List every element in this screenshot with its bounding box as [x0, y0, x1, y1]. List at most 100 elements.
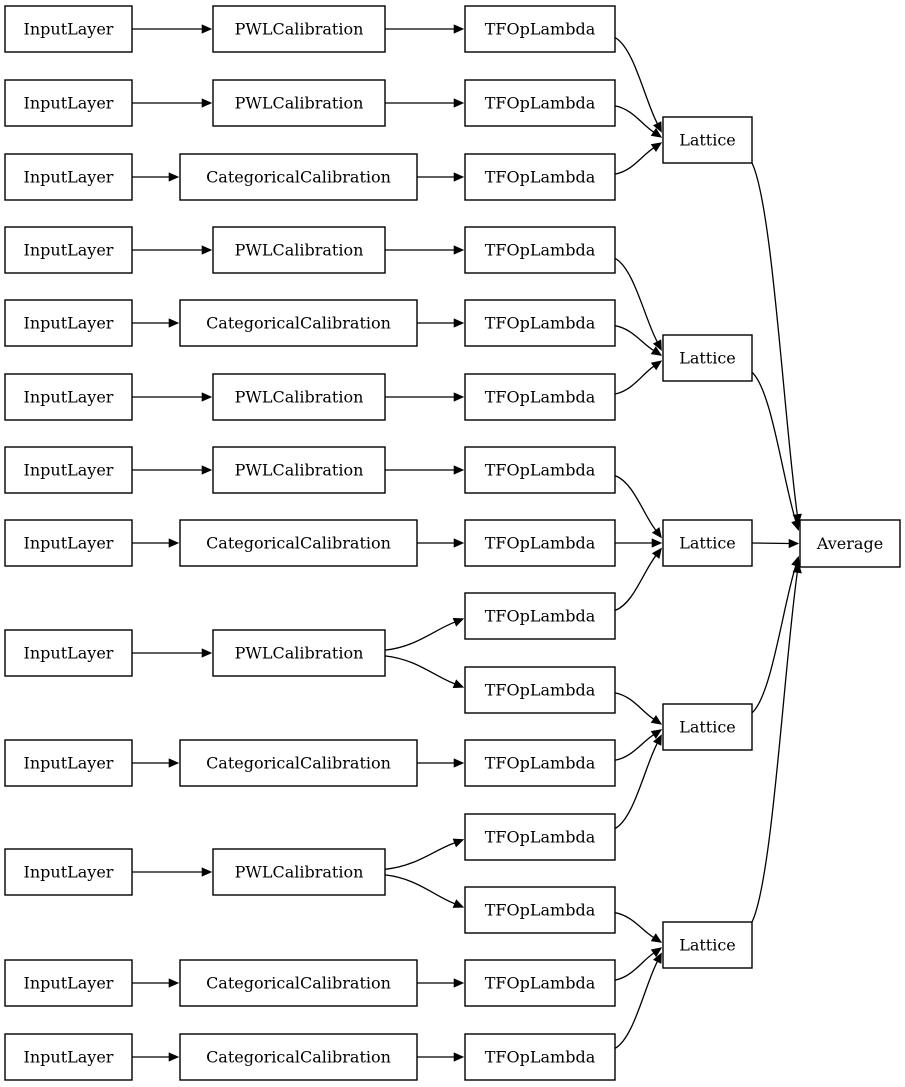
node-box-op14[interactable]	[464, 1033, 616, 1081]
node-box-op5[interactable]	[464, 373, 616, 421]
node-box-in5[interactable]	[4, 373, 133, 421]
node-box-cal2[interactable]	[179, 153, 418, 201]
node-cat-cal4[interactable]: CategoricalCalibration	[179, 299, 418, 347]
node-op-op10[interactable]: TFOpLambda	[464, 739, 616, 787]
node-box-in6[interactable]	[4, 446, 133, 494]
node-box-op11[interactable]	[464, 813, 616, 861]
node-op-op6[interactable]: TFOpLambda	[464, 446, 616, 494]
node-box-cal8[interactable]	[212, 629, 386, 677]
node-op-op9[interactable]: TFOpLambda	[464, 666, 616, 714]
node-input-in7[interactable]: InputLayer	[4, 519, 133, 567]
node-box-in1[interactable]	[4, 79, 133, 127]
node-pwl-cal10[interactable]: PWLCalibration	[212, 848, 386, 896]
node-lattice-lat3[interactable]: Lattice	[662, 703, 753, 751]
node-op-op3[interactable]: TFOpLambda	[464, 226, 616, 274]
node-box-cal4[interactable]	[179, 299, 418, 347]
node-input-in4[interactable]: InputLayer	[4, 299, 133, 347]
node-box-cal6[interactable]	[212, 446, 386, 494]
node-op-op11[interactable]: TFOpLambda	[464, 813, 616, 861]
node-op-op2[interactable]: TFOpLambda	[464, 153, 616, 201]
node-input-in9[interactable]: InputLayer	[4, 739, 133, 787]
node-lattice-lat2[interactable]: Lattice	[662, 519, 753, 567]
node-box-op7[interactable]	[464, 519, 616, 567]
node-box-cal7[interactable]	[179, 519, 418, 567]
node-box-op10[interactable]	[464, 739, 616, 787]
edge-cal10-to-op11	[384, 842, 455, 870]
node-box-in11[interactable]	[4, 959, 133, 1007]
node-pwl-cal6[interactable]: PWLCalibration	[212, 446, 386, 494]
node-lattice-lat1[interactable]: Lattice	[662, 334, 753, 382]
node-input-in12[interactable]: InputLayer	[4, 1033, 133, 1081]
node-pwl-cal1[interactable]: PWLCalibration	[212, 79, 386, 127]
node-op-op14[interactable]: TFOpLambda	[464, 1033, 616, 1081]
node-input-in1[interactable]: InputLayer	[4, 79, 133, 127]
node-input-in2[interactable]: InputLayer	[4, 153, 133, 201]
node-box-in3[interactable]	[4, 226, 133, 274]
node-pwl-cal8[interactable]: PWLCalibration	[212, 629, 386, 677]
node-box-op0[interactable]	[464, 5, 616, 53]
node-box-cal5[interactable]	[212, 373, 386, 421]
edges-layer	[132, 24, 802, 1062]
node-box-cal0[interactable]	[212, 5, 386, 53]
node-box-in4[interactable]	[4, 299, 133, 347]
node-op-op0[interactable]: TFOpLambda	[464, 5, 616, 53]
node-box-lat4[interactable]	[662, 921, 753, 969]
node-box-op2[interactable]	[464, 153, 616, 201]
node-cat-cal2[interactable]: CategoricalCalibration	[179, 153, 418, 201]
node-input-in5[interactable]: InputLayer	[4, 373, 133, 421]
node-input-in6[interactable]: InputLayer	[4, 446, 133, 494]
node-op-op12[interactable]: TFOpLambda	[464, 886, 616, 934]
node-op-op4[interactable]: TFOpLambda	[464, 299, 616, 347]
node-lattice-lat4[interactable]: Lattice	[662, 921, 753, 969]
node-box-in7[interactable]	[4, 519, 133, 567]
node-box-lat0[interactable]	[662, 116, 753, 164]
node-cat-cal7[interactable]: CategoricalCalibration	[179, 519, 418, 567]
node-box-cal1[interactable]	[212, 79, 386, 127]
node-box-in12[interactable]	[4, 1033, 133, 1081]
node-box-cal11[interactable]	[179, 959, 418, 1007]
edge-cal8-to-op8	[384, 621, 455, 651]
node-box-op13[interactable]	[464, 959, 616, 1007]
node-box-in0[interactable]	[4, 5, 133, 53]
node-box-in8[interactable]	[4, 629, 133, 677]
node-op-op7[interactable]: TFOpLambda	[464, 519, 616, 567]
node-box-op4[interactable]	[464, 299, 616, 347]
node-box-op3[interactable]	[464, 226, 616, 274]
node-box-in9[interactable]	[4, 739, 133, 787]
node-op-op13[interactable]: TFOpLambda	[464, 959, 616, 1007]
arrowhead-op10-to-lat3	[650, 729, 663, 739]
node-input-in3[interactable]: InputLayer	[4, 226, 133, 274]
node-box-in10[interactable]	[4, 848, 133, 896]
arrowhead-in11-to-cal11	[168, 978, 180, 988]
node-op-op5[interactable]: TFOpLambda	[464, 373, 616, 421]
node-box-lat1[interactable]	[662, 334, 753, 382]
node-box-op9[interactable]	[464, 666, 616, 714]
node-cat-cal11[interactable]: CategoricalCalibration	[179, 959, 418, 1007]
node-box-avg[interactable]	[799, 519, 901, 568]
node-cat-cal9[interactable]: CategoricalCalibration	[179, 739, 418, 787]
node-pwl-cal5[interactable]: PWLCalibration	[212, 373, 386, 421]
node-box-lat2[interactable]	[662, 519, 753, 567]
node-op-op8[interactable]: TFOpLambda	[464, 592, 616, 640]
node-box-op8[interactable]	[464, 592, 616, 640]
node-input-in11[interactable]: InputLayer	[4, 959, 133, 1007]
node-box-cal3[interactable]	[212, 226, 386, 274]
edge-op3-to-lat1	[614, 257, 658, 343]
node-input-in8[interactable]: InputLayer	[4, 629, 133, 677]
node-input-in0[interactable]: InputLayer	[4, 5, 133, 53]
node-average-avg[interactable]: Average	[799, 519, 901, 568]
node-pwl-cal0[interactable]: PWLCalibration	[212, 5, 386, 53]
node-box-op6[interactable]	[464, 446, 616, 494]
node-cat-cal12[interactable]: CategoricalCalibration	[179, 1033, 418, 1081]
node-box-in2[interactable]	[4, 153, 133, 201]
node-box-cal12[interactable]	[179, 1033, 418, 1081]
node-pwl-cal3[interactable]: PWLCalibration	[212, 226, 386, 274]
node-box-cal9[interactable]	[179, 739, 418, 787]
node-op-op1[interactable]: TFOpLambda	[464, 79, 616, 127]
node-box-lat3[interactable]	[662, 703, 753, 751]
node-box-op12[interactable]	[464, 886, 616, 934]
node-input-in10[interactable]: InputLayer	[4, 848, 133, 896]
node-lattice-lat0[interactable]: Lattice	[662, 116, 753, 164]
node-box-cal10[interactable]	[212, 848, 386, 896]
node-box-op1[interactable]	[464, 79, 616, 127]
